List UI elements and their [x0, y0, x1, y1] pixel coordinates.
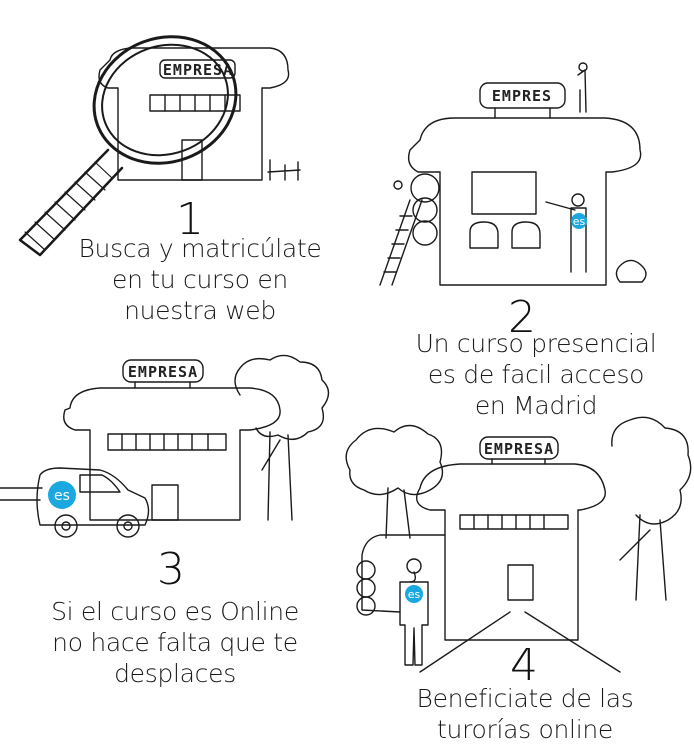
building-3: EMPRESA	[63, 354, 330, 521]
es-badge-icon	[571, 213, 587, 229]
sign-text-4: EMPRESA	[484, 440, 554, 458]
step-number-3: 3	[157, 544, 185, 595]
caption-line: desplaces	[114, 659, 236, 688]
badge-text-1: es	[573, 215, 586, 228]
sign-text-3: EMPRESA	[128, 363, 198, 381]
magnifying-glass-icon	[18, 35, 238, 257]
badge-text-3: es	[408, 588, 421, 601]
caption-line: en Madrid	[474, 391, 598, 420]
caption-line: Beneficiate de las	[416, 684, 634, 713]
tutor-figure: es	[399, 558, 429, 666]
building-4: EMPRESA	[345, 416, 692, 673]
building-2: EMPRES es	[379, 62, 647, 286]
caption-line: Busca y matricúlate	[78, 234, 322, 263]
caption-line: turorías online	[437, 715, 613, 744]
es-badge-icon	[48, 481, 76, 509]
caption-line: es de facil acceso	[427, 360, 645, 389]
step-number-2: 2	[508, 292, 536, 343]
sign-text-2: EMPRES	[492, 87, 552, 105]
es-badge-icon	[405, 585, 423, 603]
caption-line: no hace falta que te	[52, 628, 298, 657]
caption-line: Un curso presencial	[415, 329, 657, 358]
step-caption-4: Beneficiate de las turorías online	[400, 683, 650, 745]
caption-line: nuestra web	[124, 296, 276, 325]
caption-line: en tu curso en	[112, 265, 288, 294]
badge-text-2: es	[54, 488, 70, 504]
step-caption-2: Un curso presencial es de facil acceso e…	[396, 328, 676, 421]
building-1: EMPRESA	[98, 47, 301, 181]
step-number-1: 1	[176, 194, 204, 245]
step-caption-1: Busca y matricúlate en tu curso en nuest…	[70, 233, 330, 326]
caption-line: Si el curso es Online	[51, 597, 299, 626]
step-caption-3: Si el curso es Online no hace falta que …	[30, 596, 320, 689]
step-number-4: 4	[510, 640, 538, 691]
sign-text-1: EMPRESA	[163, 61, 233, 79]
car-icon: es	[0, 467, 150, 538]
